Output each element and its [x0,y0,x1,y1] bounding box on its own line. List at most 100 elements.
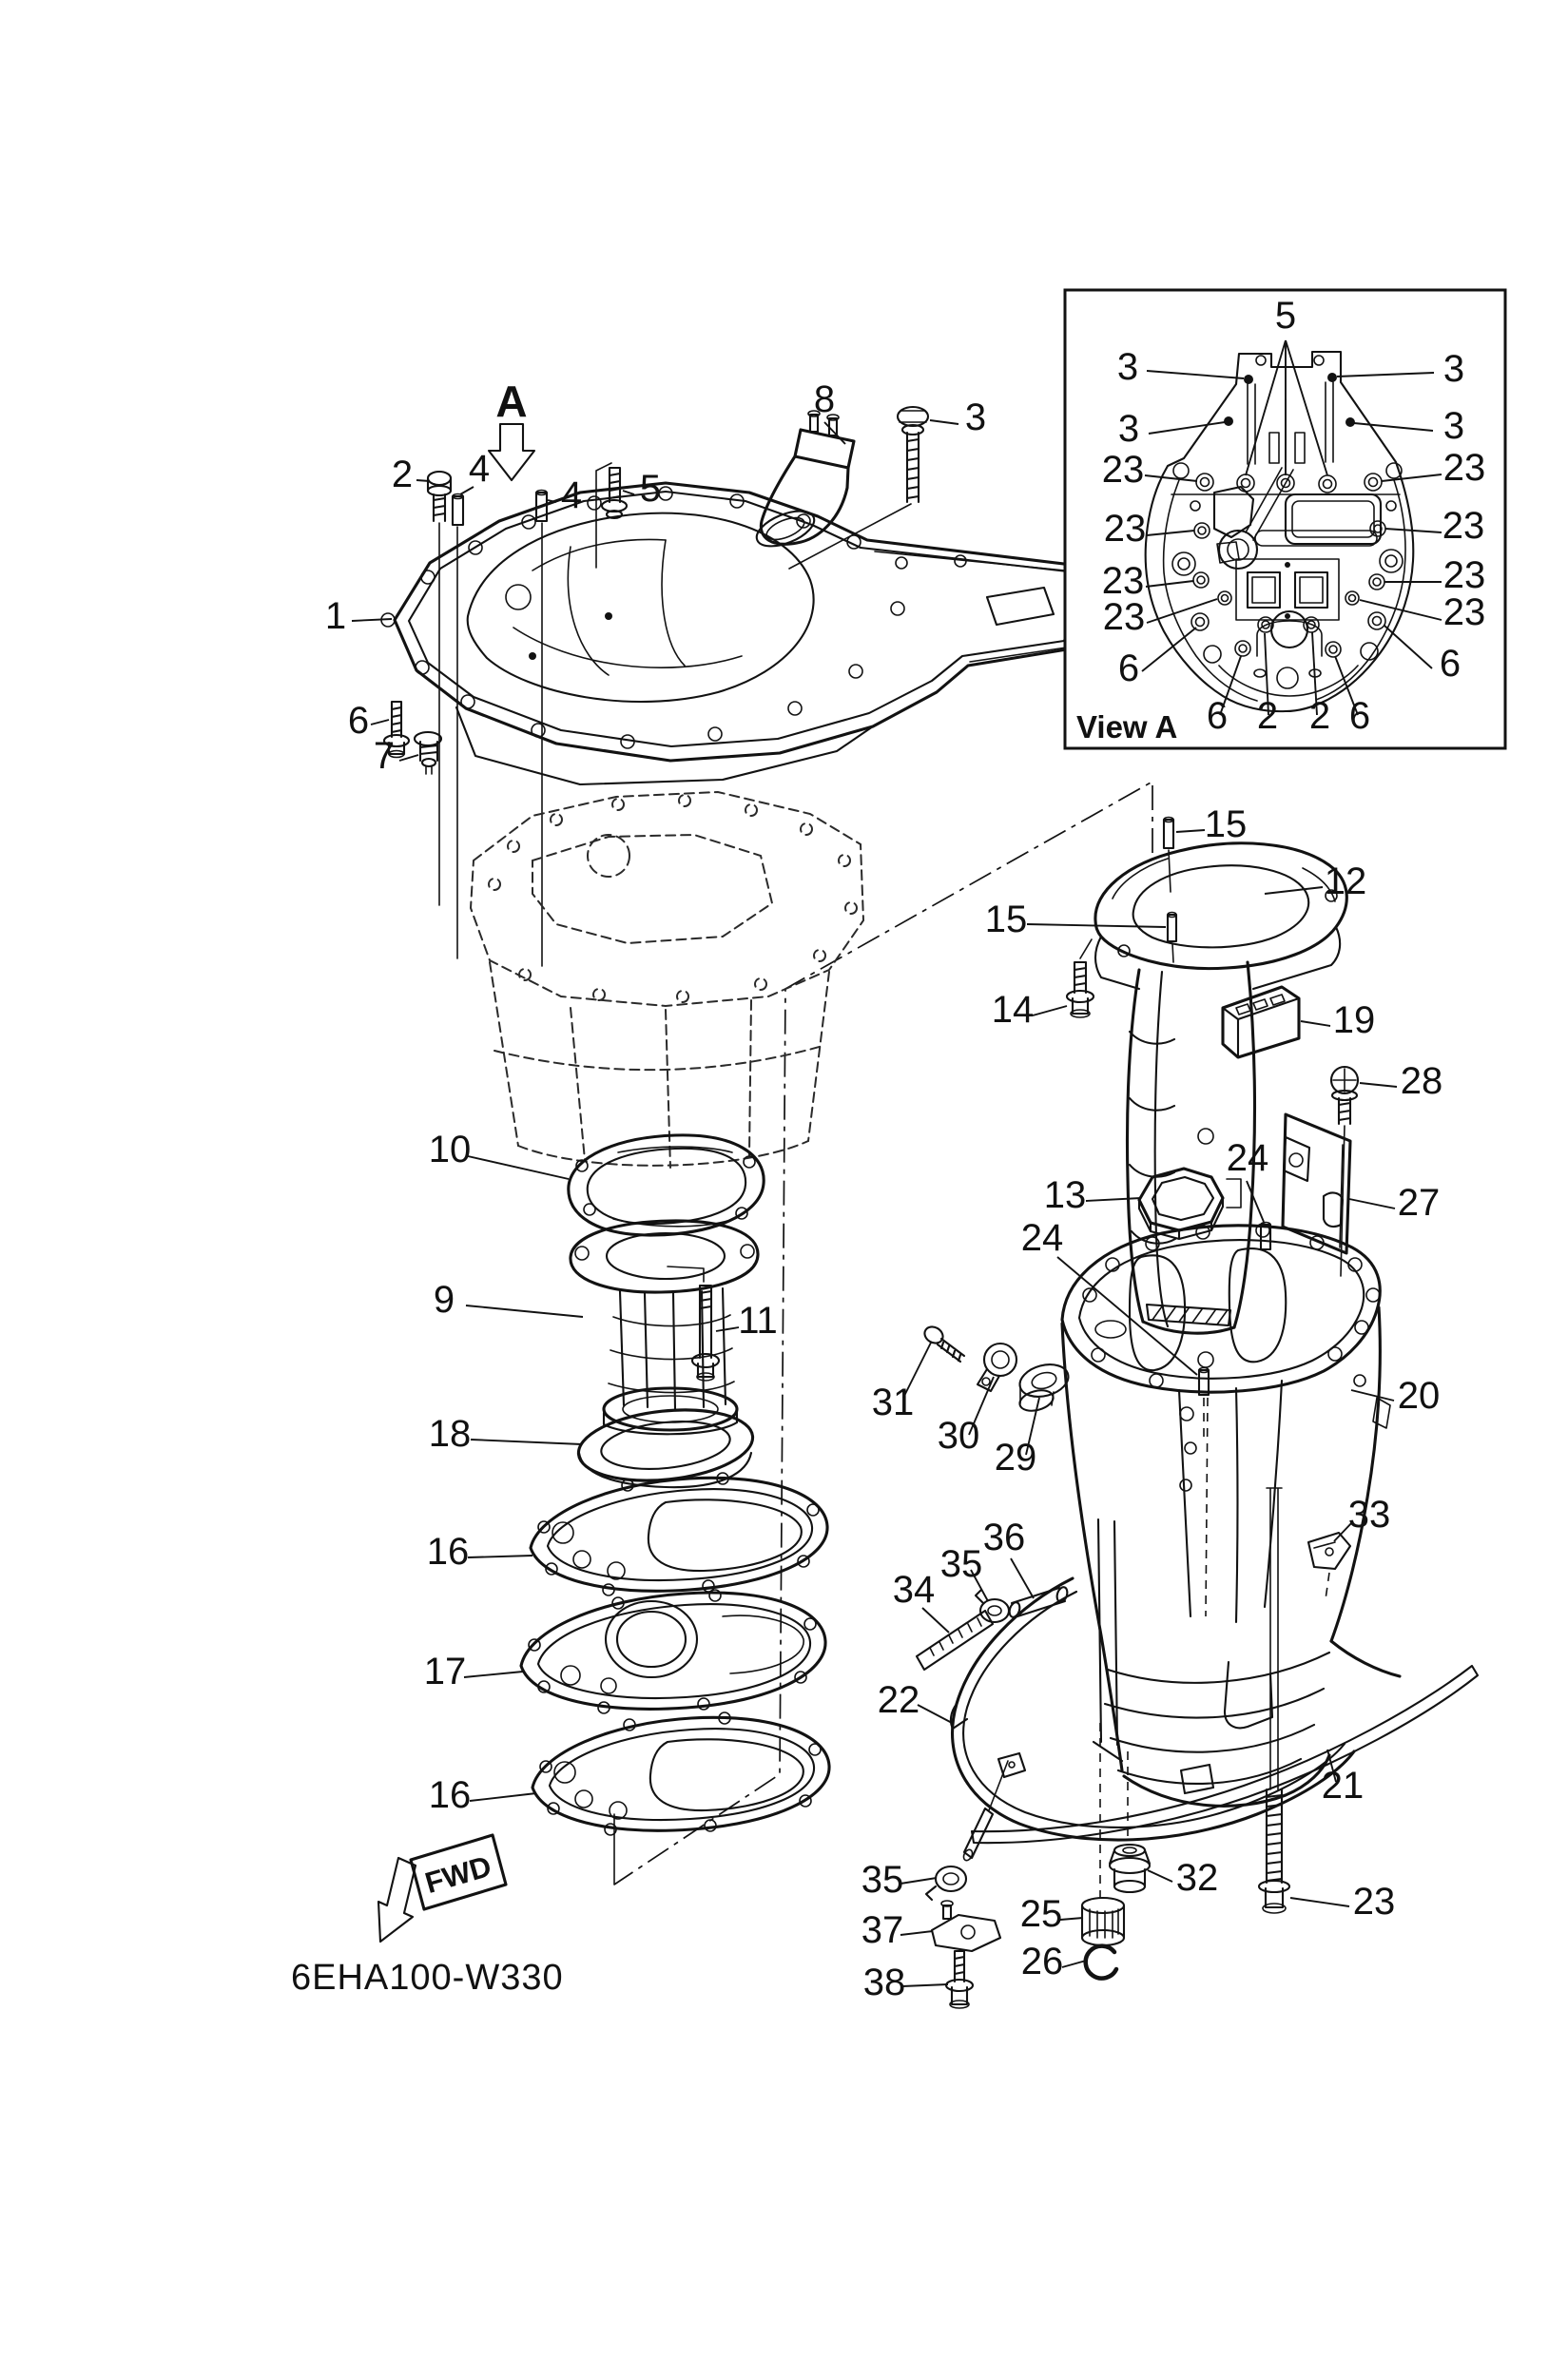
callout-5: 5 [1275,295,1296,337]
dowel-pin-4b [534,489,549,967]
callout-32: 32 [1176,1857,1219,1899]
bolt-3 [896,405,930,504]
part-20-upper-casing [1060,1223,1402,1808]
stud-34 [915,1609,995,1672]
view-a-callouts: 5 3 3 3 3 23 23 23 23 23 23 23 23 6 6 6 … [1102,295,1486,737]
callout-12: 12 [1325,860,1367,902]
callout-33: 33 [1348,1494,1391,1536]
callout-1: 1 [325,595,346,637]
clip-35a [974,1588,1011,1624]
dowel-pin-4a [451,493,465,959]
part-32-grommet [1108,1843,1152,1894]
part-37-fitting [930,1900,1002,1953]
callout-34: 34 [893,1569,936,1611]
callout-13: 13 [1044,1174,1087,1216]
callout-23: 23 [1353,1881,1396,1923]
callout-23: 23 [1442,505,1485,547]
part-19-damper [1221,985,1301,1059]
callout-23: 23 [1443,447,1486,489]
callout-3: 3 [1443,348,1464,390]
callout-6: 6 [1207,695,1228,737]
callout-4: 4 [561,474,582,516]
view-a-inset: 5 3 3 3 3 23 23 23 23 23 23 23 23 6 6 6 … [1063,288,1507,750]
bolt-31 [923,1325,966,1363]
bolt-38 [944,1949,975,2009]
callout-6: 6 [348,700,369,742]
part-17-plate [519,1589,827,1714]
callout-18: 18 [429,1413,472,1455]
callout-15: 15 [1205,803,1248,845]
callout-23: 23 [1102,560,1145,602]
callout-23: 23 [1443,591,1486,633]
part-10-gasket [567,1133,765,1237]
callout-21: 21 [1322,1765,1365,1807]
callout-31: 31 [872,1382,915,1423]
casing-rim-holes [1082,1223,1381,1388]
callout-7: 7 [374,735,395,777]
oil-drain-plug-7 [413,730,443,775]
screw-28 [1329,1065,1360,1126]
fwd-arrow-icon [377,1856,417,1943]
callout-23: 23 [1443,554,1486,596]
clip-35b [924,1865,968,1902]
callout-6: 6 [1349,695,1370,737]
bolt-11 [667,1266,721,1382]
callout-19: 19 [1333,999,1376,1041]
reference-crankcase-ghost [469,790,865,1169]
pan-flange-holes [380,486,905,749]
dowel-pin-15b [1166,911,1178,963]
part-13-seal [1137,1167,1225,1241]
callout-20: 20 [1398,1375,1441,1417]
callout-17: 17 [424,1651,467,1692]
part-26-circlip [1083,1943,1119,1981]
callouts-main: A 2 4 4 5 8 3 1 6 7 10 9 11 18 16 17 16 … [325,377,1442,2003]
callout-2: 2 [1257,695,1278,737]
callout-5: 5 [640,468,661,510]
pin-36 [1008,1586,1069,1618]
part-9-oil-strainer [569,1219,760,1436]
callout-37: 37 [861,1909,904,1951]
callout-24: 24 [1021,1217,1064,1259]
view-a-leaders [1141,339,1442,716]
view-direction-arrow [487,422,536,482]
part-16-gasket-lower [531,1711,831,1836]
callout-15: 15 [985,899,1028,940]
callout-14: 14 [992,989,1035,1031]
callout-36: 36 [983,1517,1026,1558]
callout-35: 35 [861,1859,904,1901]
part-33-anode [1307,1531,1352,1600]
speedometer-tube [962,1807,995,1862]
callout-3: 3 [1117,346,1138,388]
callout-26: 26 [1021,1941,1064,1982]
view-a-6-2-holes [1191,611,1386,664]
part-29-bushing [1018,1363,1070,1412]
callout-3: 3 [1443,405,1464,447]
drawing-code: 6EHA100-W330 [291,1958,564,1998]
bolt-5 [600,466,629,520]
callout-28: 28 [1401,1060,1443,1102]
callout-38: 38 [863,1962,906,2003]
callout-27: 27 [1398,1182,1441,1224]
callout-25: 25 [1020,1893,1063,1935]
callout-10: 10 [429,1129,472,1170]
bolt-2 [426,470,453,906]
callout-30: 30 [938,1415,980,1457]
callout-4: 4 [469,448,490,490]
callout-11: 11 [738,1300,778,1342]
callout-23: 23 [1103,596,1146,638]
ghost-flange-holes [488,794,858,1003]
callout-6: 6 [1440,643,1461,685]
part-21-chine-plate [970,1664,1480,1845]
callout-29: 29 [995,1437,1037,1479]
bolt-23-long [1257,1487,1291,1914]
part-16-gasket-upper [529,1472,829,1596]
callout-3: 3 [965,396,986,438]
callout-22: 22 [878,1679,920,1721]
dowel-pin-15a [1162,816,1175,893]
callout-8: 8 [814,378,835,420]
callout-3: 3 [1118,408,1139,450]
callout-16: 16 [427,1531,470,1573]
callout-16: 16 [429,1774,472,1816]
